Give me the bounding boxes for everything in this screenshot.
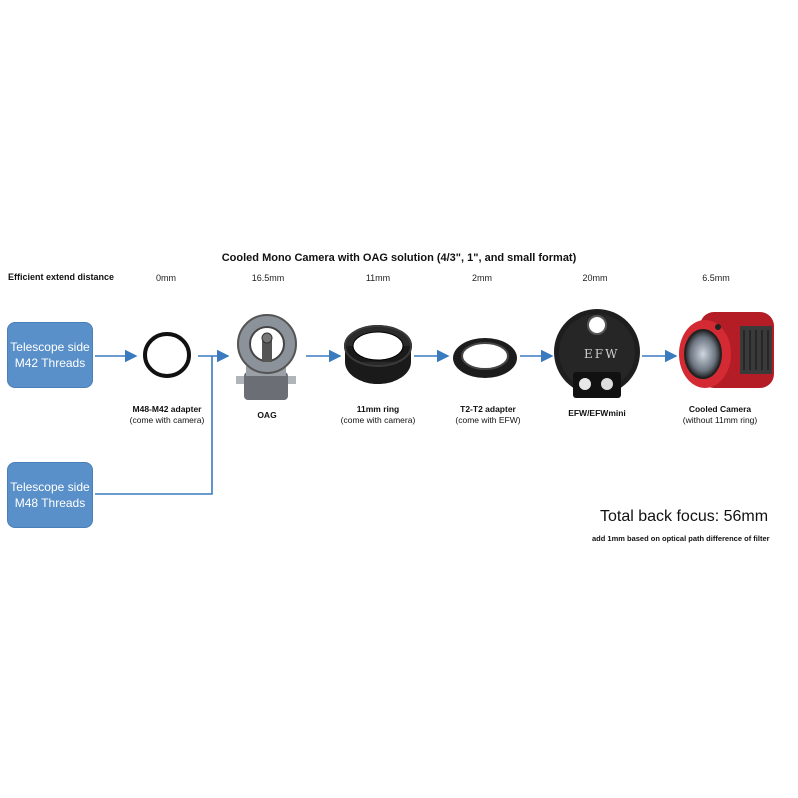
caption-m48-m42-name: M48-M42 adapter [132, 404, 202, 414]
telescope-m48-line1: Telescope side [10, 480, 90, 494]
caption-11mm-ring-note: (come with camera) [340, 415, 416, 425]
efficient-extend-label: Efficient extend distance [8, 272, 115, 282]
total-back-focus: Total back focus: 56mm [600, 508, 769, 525]
caption-t2-t2-name: T2-T2 adapter [460, 404, 516, 414]
distance-t2-t2: 2mm [472, 273, 492, 283]
connector-m48-to-oag [95, 356, 213, 495]
distance-efw: 20mm [582, 273, 608, 283]
t2-t2-adapter-image [453, 338, 517, 378]
caption-oag: OAG [207, 410, 327, 421]
telescope-m42-line2: M42 Threads [14, 356, 86, 370]
caption-11mm-ring: 11mm ring (come with camera) [318, 404, 438, 426]
distance-oag: 16.5mm [251, 273, 285, 283]
caption-oag-name: OAG [257, 410, 277, 420]
caption-t2-t2-note: (come with EFW) [455, 415, 521, 425]
caption-camera-note: (without 11mm ring) [682, 415, 758, 425]
caption-efw-name: EFW/EFWmini [568, 408, 626, 418]
caption-m48-m42: M48-M42 adapter (come with camera) [107, 404, 227, 426]
telescope-m42-line1: Telescope side [10, 340, 90, 354]
caption-m48-m42-note: (come with camera) [129, 415, 205, 425]
caption-camera-name: Cooled Camera [688, 404, 752, 414]
caption-camera: Cooled Camera (without 11mm ring) [660, 404, 780, 426]
caption-efw: EFW/EFWmini [537, 408, 657, 419]
efw-wheel-label: EFW [584, 347, 620, 361]
11mm-ring-image [344, 325, 412, 384]
diagram-title: Cooled Mono Camera with OAG solution (4/… [221, 252, 577, 264]
oag-image [236, 314, 297, 400]
efw-image [554, 309, 640, 398]
telescope-m48-line2: M48 Threads [14, 496, 86, 510]
caption-t2-t2: T2-T2 adapter (come with EFW) [428, 404, 548, 426]
distance-camera: 6.5mm [702, 273, 730, 283]
distance-m48-m42: 0mm [156, 273, 176, 283]
caption-11mm-ring-name: 11mm ring [356, 404, 400, 414]
cooled-camera-image [679, 312, 774, 388]
m48-m42-adapter-image [143, 332, 191, 378]
distance-11mm-ring: 11mm [365, 273, 391, 283]
optical-path-footnote: add 1mm based on optical path difference… [592, 534, 770, 543]
